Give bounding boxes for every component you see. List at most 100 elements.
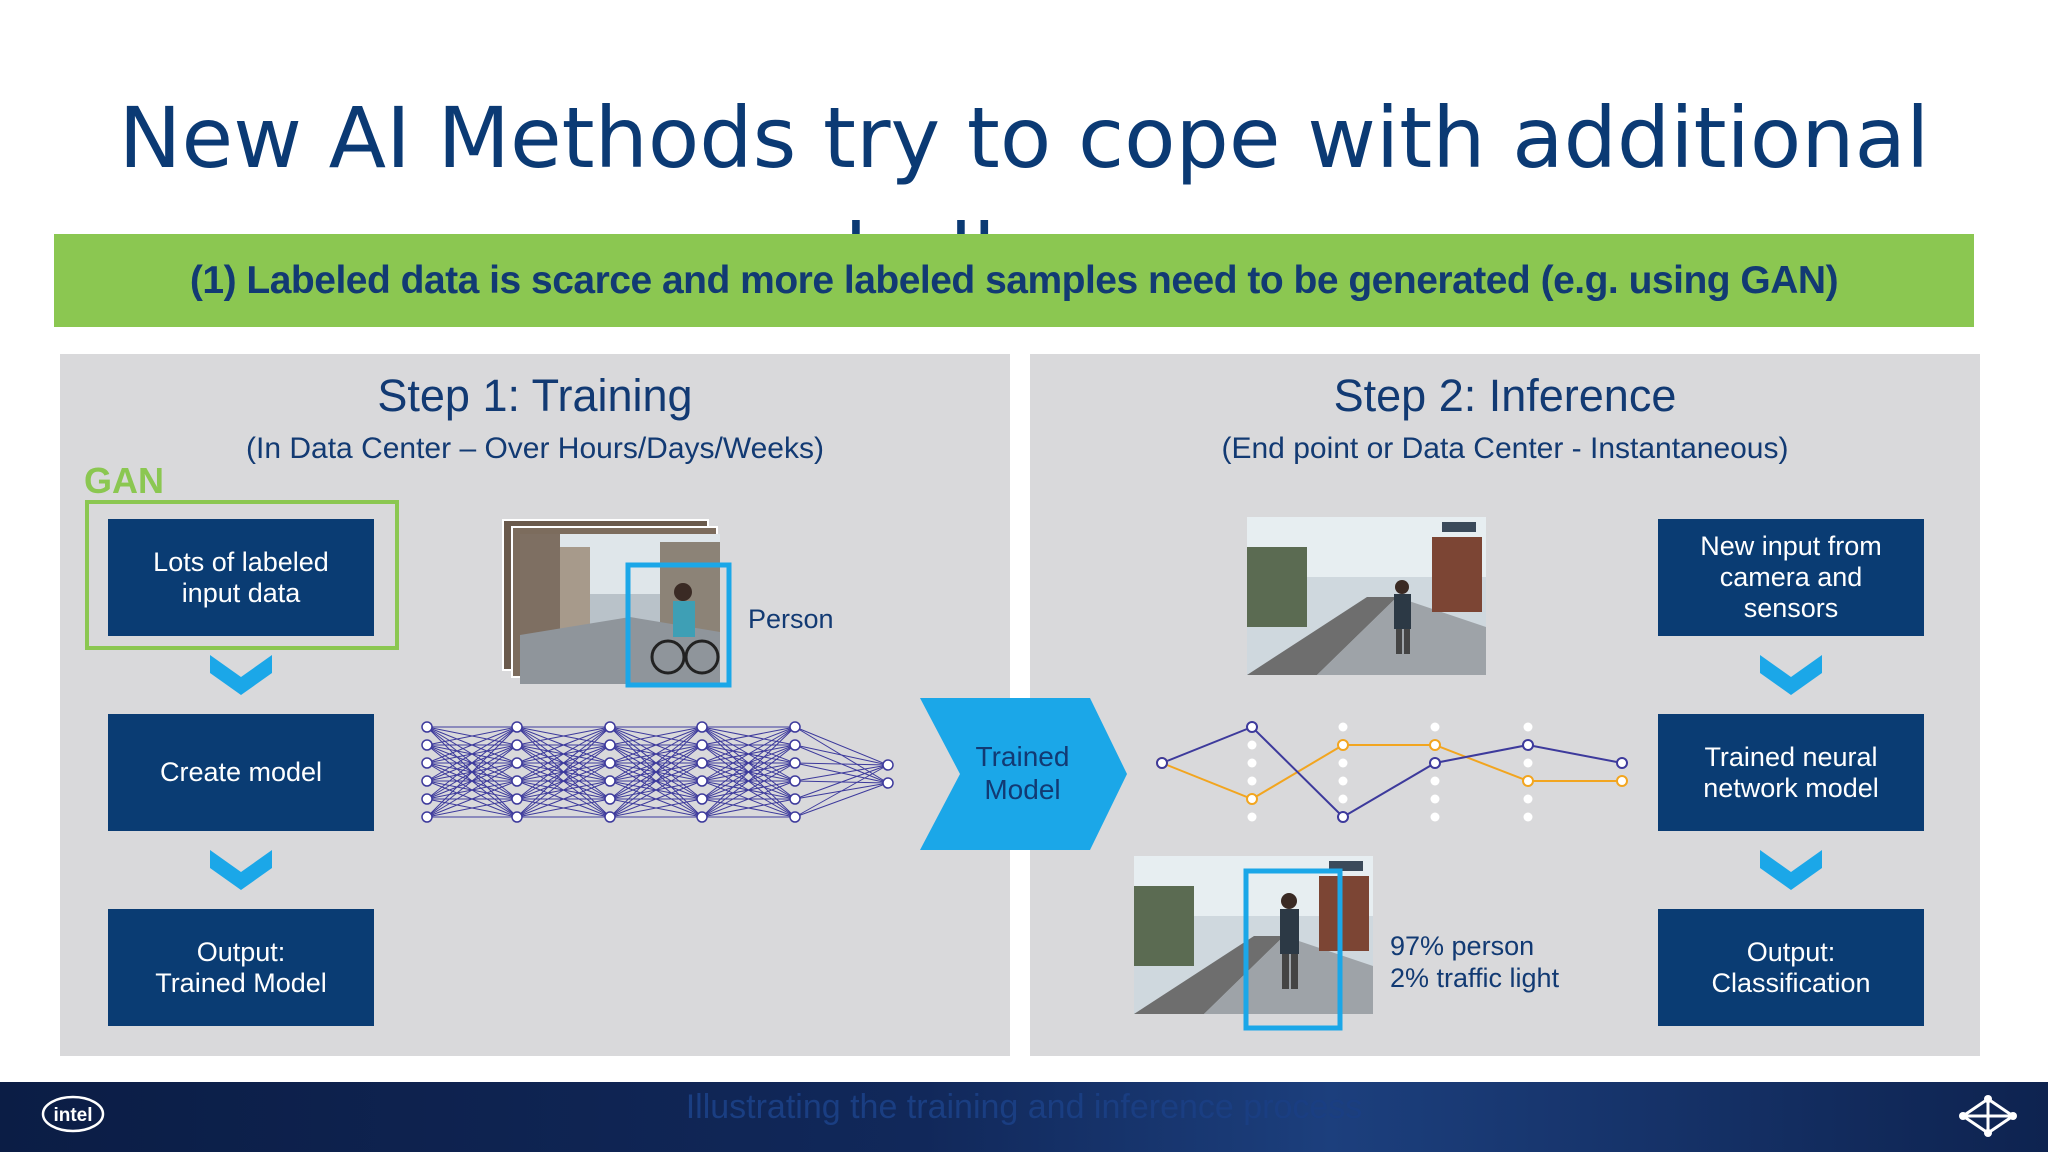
network-edge xyxy=(701,726,796,800)
training-subheading: (In Data Center – Over Hours/Days/Weeks) xyxy=(246,432,824,465)
classification-result-label: 97% person 2% traffic light xyxy=(1390,931,1560,993)
network-node xyxy=(604,793,616,805)
network-edge xyxy=(609,726,703,746)
network-node xyxy=(1338,758,1348,768)
training-neural-network xyxy=(421,721,894,823)
network-node xyxy=(1338,776,1348,786)
network-node xyxy=(696,775,708,787)
network-node xyxy=(789,739,801,751)
network-node xyxy=(882,759,894,771)
network-edge xyxy=(701,726,796,746)
network-edge xyxy=(516,726,611,818)
network-node xyxy=(789,757,801,769)
network-node xyxy=(696,721,708,733)
network-edge xyxy=(426,726,518,746)
network-edge xyxy=(426,726,518,764)
network-node xyxy=(511,793,523,805)
create-model-box: Create model xyxy=(108,714,374,831)
intel-logo: intel xyxy=(41,1095,105,1133)
network-node xyxy=(1523,794,1533,804)
network-edge xyxy=(794,726,889,766)
network-node xyxy=(1156,757,1168,769)
network-node xyxy=(1246,721,1258,733)
training-image-stack xyxy=(502,519,732,688)
network-node xyxy=(1430,722,1440,732)
inference-path-purple xyxy=(1161,725,1623,819)
network-edge xyxy=(426,762,518,818)
network-edge xyxy=(516,798,611,818)
network-edge xyxy=(794,762,889,766)
network-edge xyxy=(516,726,611,764)
network-node xyxy=(604,775,616,787)
inference-input-photo xyxy=(1247,517,1486,675)
network-node xyxy=(604,721,616,733)
network-node xyxy=(789,811,801,823)
challenge-banner-text: (1) Labeled data is scarce and more labe… xyxy=(189,258,1839,302)
footer-caption: Illustrating the training and inference … xyxy=(685,1088,1363,1126)
trained-model-arrow-icon xyxy=(920,698,1127,850)
network-edge xyxy=(701,726,796,782)
classification-output-box: Output: Classification xyxy=(1658,909,1924,1026)
network-node xyxy=(1246,793,1258,805)
network-node xyxy=(421,775,433,787)
network-edge xyxy=(701,798,796,818)
network-edge xyxy=(426,780,518,818)
gan-frame xyxy=(85,500,399,650)
network-edge xyxy=(701,726,796,764)
network-node xyxy=(1337,811,1349,823)
network-node xyxy=(1429,739,1441,751)
network-edge xyxy=(794,764,889,782)
network-node xyxy=(1522,739,1534,751)
network-node xyxy=(604,811,616,823)
network-node xyxy=(511,757,523,769)
inference-network-path xyxy=(1156,721,1628,823)
network-node xyxy=(696,739,708,751)
footer-bar xyxy=(0,1082,2048,1152)
network-edge xyxy=(794,764,889,818)
network-node xyxy=(882,777,894,789)
network-node xyxy=(696,811,708,823)
network-edge xyxy=(609,762,703,818)
network-node xyxy=(696,793,708,805)
network-node xyxy=(789,721,801,733)
network-edge xyxy=(426,798,518,818)
network-node xyxy=(511,739,523,751)
network-edge xyxy=(794,764,889,800)
trained-model-label: Trained Model xyxy=(975,741,1070,805)
labeled-input-box: Lots of labeled input data xyxy=(108,519,374,636)
inference-subheading: (End point or Data Center - Instantaneou… xyxy=(1221,432,1789,465)
network-edge xyxy=(516,726,611,746)
network-edge xyxy=(426,726,518,818)
network-node xyxy=(1616,757,1628,769)
network-node xyxy=(789,775,801,787)
network-node xyxy=(1430,812,1440,822)
gan-label: GAN xyxy=(84,460,164,501)
network-edge xyxy=(516,780,611,818)
inference-heading: Step 2: Inference xyxy=(1333,370,1677,421)
network-edge xyxy=(609,798,703,818)
network-node xyxy=(1523,812,1533,822)
network-node xyxy=(1338,722,1348,732)
network-edge xyxy=(426,726,518,800)
network-edge xyxy=(609,780,703,818)
network-node xyxy=(1338,794,1348,804)
network-node xyxy=(1430,794,1440,804)
network-edge xyxy=(609,726,703,782)
network-node xyxy=(1247,758,1257,768)
network-edge xyxy=(516,744,611,818)
network-edge xyxy=(609,726,703,764)
network-edge xyxy=(701,780,796,818)
network-node xyxy=(421,739,433,751)
network-edge xyxy=(426,744,518,818)
new-input-box: New input from camera and sensors xyxy=(1658,519,1924,636)
network-node xyxy=(421,811,433,823)
intel-logo-text: intel xyxy=(53,1105,92,1126)
network-node xyxy=(1247,776,1257,786)
network-edge xyxy=(794,782,889,818)
network-node xyxy=(696,757,708,769)
network-edge xyxy=(516,726,611,782)
network-edge xyxy=(609,744,703,818)
network-edge xyxy=(426,726,518,782)
slide-title: New AI Methods try to cope with addition… xyxy=(118,89,1930,187)
inference-path-orange xyxy=(1161,744,1622,801)
